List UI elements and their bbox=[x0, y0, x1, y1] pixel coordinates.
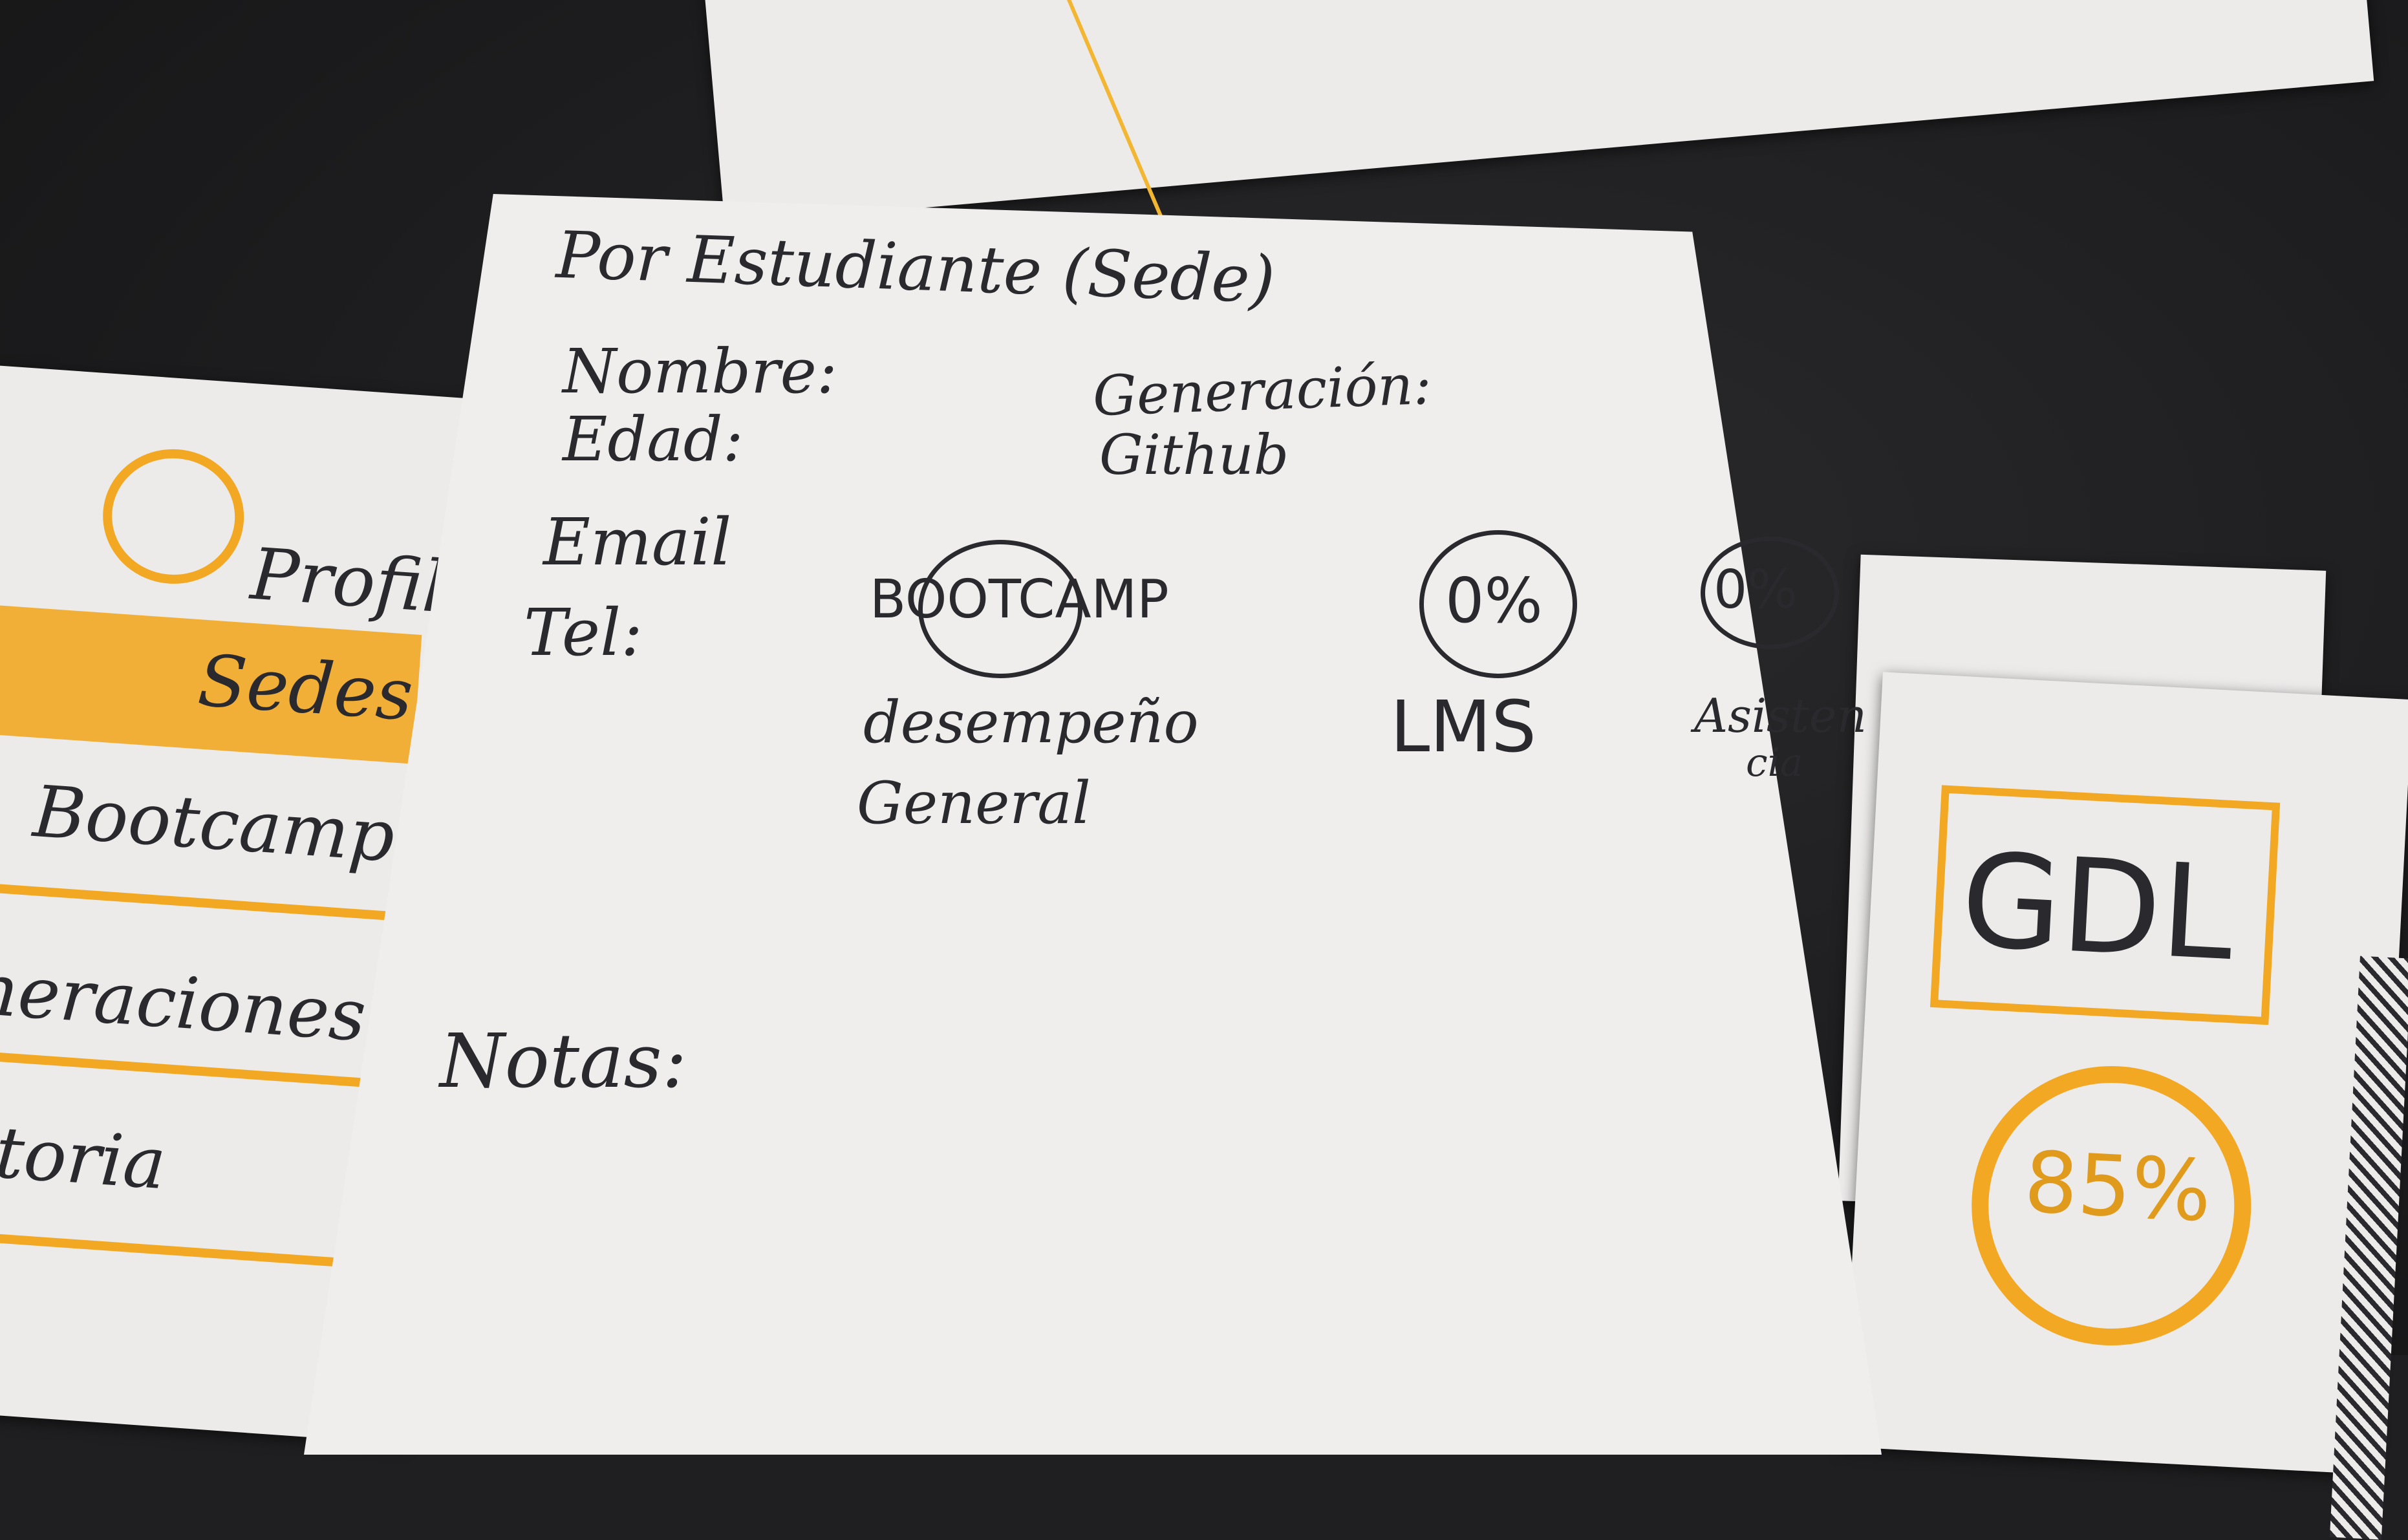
notas-label: Notas: bbox=[440, 1018, 687, 1105]
bootcamp-circle bbox=[918, 540, 1082, 678]
asistencia-caption-2: cia bbox=[1746, 740, 1803, 786]
lms-circle bbox=[1419, 530, 1577, 678]
field-email: Email bbox=[543, 504, 732, 580]
asistencia-caption-1: Asisten bbox=[1694, 689, 1867, 743]
student-card bbox=[304, 194, 1882, 1455]
field-generacion: Generación: bbox=[1091, 352, 1433, 429]
bootcamp-caption-1: desempeño bbox=[863, 689, 1199, 756]
card-title: Por Estudiante (Sede) bbox=[555, 217, 1276, 318]
asistencia-value: 0% bbox=[1714, 559, 1798, 621]
field-tel: Tel: bbox=[524, 595, 643, 670]
student-card-content: Por Estudiante (Sede) Nombre: Edad: Gene… bbox=[440, 217, 1867, 1105]
field-github: Github bbox=[1099, 423, 1289, 487]
field-nombre: Nombre: bbox=[563, 336, 837, 407]
lms-value: 0% bbox=[1445, 566, 1543, 637]
asistencia-circle bbox=[1701, 537, 1839, 649]
lms-caption: LMS bbox=[1390, 685, 1537, 768]
bootcamp-label: BOOTCAMP bbox=[870, 569, 1169, 630]
field-edad: Edad: bbox=[563, 404, 744, 475]
bootcamp-caption-2: General bbox=[857, 769, 1091, 837]
